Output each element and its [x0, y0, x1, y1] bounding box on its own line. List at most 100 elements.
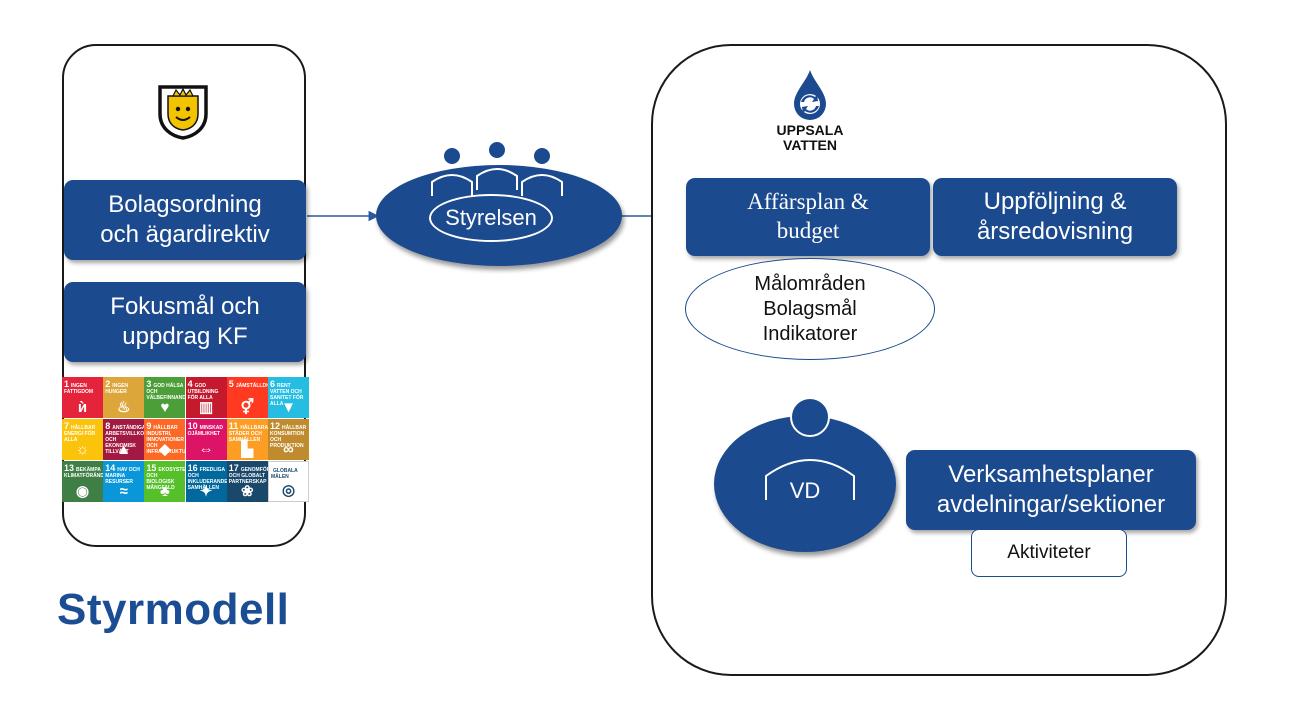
sdg-goal-label: HAV OCH MARINA RESURSER	[105, 467, 140, 485]
sdg-goal-icon: ❀	[241, 483, 254, 500]
sdg-goal-label: MINSKAD OJÄMLIKHET	[187, 425, 223, 437]
sdg-goal-number: 16	[187, 463, 198, 473]
bolagsordning-line-1: Bolagsordning	[108, 191, 262, 218]
sdg-goal-number: 10	[187, 421, 198, 431]
sdg-goal-label: FREDLIGA OCH INKLUDERANDE SAMHÄLLEN	[187, 467, 227, 491]
sdg-goal-number: 8	[105, 421, 111, 431]
sdg-goal-label: INGEN FATTIGDOM	[64, 383, 94, 395]
sdg-goal-number: 4	[187, 379, 193, 389]
board-members-icon	[431, 140, 563, 196]
sdg-goal-icon: ♣	[159, 483, 170, 500]
sdg-goal-icon: ◆	[159, 441, 171, 458]
sdg-goal-label: GENOMFÖRANDE OCH GLOBALT PARTNERSKAP	[228, 467, 268, 485]
sdg-goal-icon: ∞	[283, 441, 294, 458]
water-drop-logo-icon	[794, 70, 826, 120]
fokusmal-line-1: Fokusmål och	[110, 293, 260, 320]
sdg-goal-label: HÅLLBAR ENERGI FÖR ALLA	[64, 425, 96, 443]
sdg-goal-icon: ▼	[281, 399, 296, 416]
uppfoljning-line-1: Uppföljning &	[983, 188, 1127, 215]
goals-line-3: Indikatorer	[762, 322, 858, 345]
sdg-goal-icon: ♥	[160, 399, 170, 416]
board-label-oval: Styrelsen	[429, 194, 553, 242]
sdg-goal-icon: ♨	[116, 399, 131, 416]
affarsplan-box: Affärsplan & budget	[686, 178, 930, 256]
sdg-goal-icon: ☼	[75, 441, 90, 458]
sdg-goal-label: EKOSYSTEM OCH BIOLOGISK MÅNGFALD	[146, 467, 186, 491]
vd-label: VD	[789, 478, 821, 503]
sdg-goal-icon: ⚥	[240, 399, 255, 416]
board-label: Styrelsen	[445, 205, 537, 230]
sdg-goal-number: 9	[146, 421, 152, 431]
sdg-goal-label: HÅLLBARA STÄDER OCH SAMHÄLLEN	[228, 425, 268, 443]
goals-line-1: Målområden	[754, 272, 866, 295]
sdg-goal-icon: ⇔	[198, 441, 214, 458]
sdg-goal-icon: ◉	[75, 483, 90, 500]
uppfoljning-box: Uppföljning & årsredovisning	[933, 178, 1177, 256]
sdg-goal-icon: ▥	[199, 399, 214, 416]
sdg-goal-label: RENT VATTEN OCH SANITET FÖR ALLA	[270, 383, 304, 407]
sdg-goal-number: 7	[64, 421, 70, 431]
company-panel	[651, 44, 1227, 676]
verksamhet-line-1: Verksamhetsplaner	[948, 461, 1154, 488]
bolagsordning-line-2: och ägardirektiv	[100, 221, 270, 248]
sdg-goal-number: 11	[228, 421, 239, 431]
sdg-goal-number: 6	[270, 379, 276, 389]
verksamhetsplaner-box: Verksamhetsplaner avdelningar/sektioner	[906, 450, 1196, 530]
sdg-goal-number: 2	[105, 379, 111, 389]
sdg-goal-icon: ◎	[281, 482, 296, 499]
fokusmal-line-2: uppdrag KF	[122, 323, 248, 350]
page-title: Styrmodell	[57, 585, 290, 634]
sdg-goal-label: ANSTÄNDIGA ARBETSVILLKOR OCH EKONOMISK T…	[105, 425, 145, 455]
vd-oval	[714, 416, 896, 552]
sdg-goal-icon: ≈	[119, 483, 128, 500]
company-name-line-1: UPPSALA	[776, 122, 844, 138]
uppfoljning-line-2: årsredovisning	[976, 218, 1134, 245]
sdg-goal-number: 3	[146, 379, 152, 389]
sdg-goal-label: HÅLLBAR KONSUMTION OCH PRODUKTION	[270, 425, 307, 449]
sdg-goal-label: JÄMSTÄLLDHET	[235, 383, 268, 389]
sdg-goal-number: 14	[105, 463, 116, 473]
vd-person-icon	[765, 397, 855, 500]
sdg-goal-number: 13	[64, 463, 75, 473]
fokusmal-box: Fokusmål och uppdrag KF	[64, 282, 306, 362]
sdg-goal-icon: ▙	[241, 441, 254, 458]
sdg-goal-number: 17	[228, 463, 239, 473]
sdg-goal-tile: 5JÄMSTÄLLDHET ⚥	[226, 377, 268, 418]
sdg-goal-label: BEKÄMPA KLIMATFÖRÄNDRINGARNA	[64, 467, 103, 479]
company-name: UPPSALA VATTEN	[760, 123, 860, 153]
sdg-goal-number: 1	[64, 379, 70, 389]
sdg-goal-label: GOD UTBILDNING FÖR ALLA	[187, 383, 219, 401]
sdg-goal-label: GLOBALA MÅLEN	[271, 468, 298, 480]
sdg-goal-label: HÅLLBAR INDUSTRI, INNOVATIONER OCH INFRA…	[146, 425, 186, 455]
company-name-line-2: VATTEN	[783, 137, 837, 153]
sdg-goal-icon: ▲	[116, 441, 132, 458]
verksamhet-line-2: avdelningar/sektioner	[936, 491, 1166, 518]
sdg-goal-tile: GLOBALA MÅLEN ◎	[268, 461, 309, 502]
aktiviteter-box: Aktiviteter	[971, 529, 1127, 577]
aktiviteter-label: Aktiviteter	[1007, 542, 1091, 563]
bolagsordning-box: Bolagsordning och ägardirektiv	[64, 180, 306, 260]
goals-line-2: Bolagsmål	[763, 297, 857, 320]
sdg-goal-icon: ѝ	[77, 399, 88, 416]
uppsala-crest-icon	[158, 85, 208, 140]
goals-oval: Målområden Bolagsmål Indikatorer	[685, 258, 935, 360]
affarsplan-line-2: budget	[776, 218, 840, 243]
affarsplan-line-1: Affärsplan &	[747, 189, 869, 215]
sdg-goal-label: GOD HÄLSA OCH VÄLBEFINNANDE	[146, 383, 186, 401]
sdg-goal-number: 5	[228, 379, 234, 389]
sdg-goal-tile: 17GENOMFÖRANDE OCH GLOBALT PARTNERSKAP❀	[226, 461, 268, 502]
